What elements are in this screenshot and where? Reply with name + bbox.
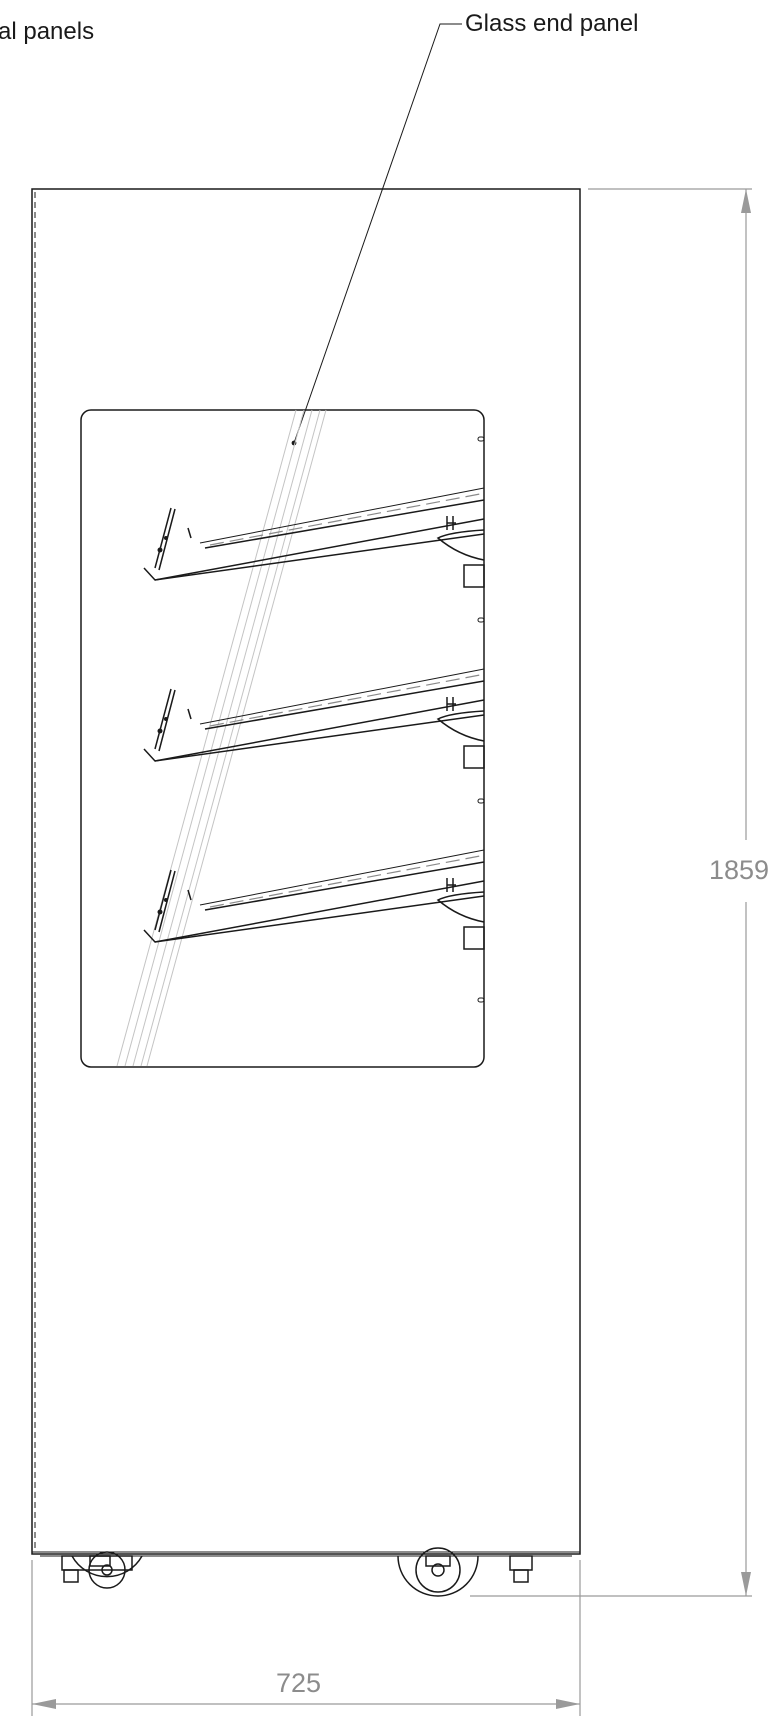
shelf-3: [143, 849, 485, 1003]
width-dimension: [31, 1560, 581, 1716]
shelf-2: [143, 668, 485, 804]
glass-hatch: [116, 409, 327, 1067]
cabinet-body: [31, 188, 581, 1557]
left-partial-label: al panels: [0, 18, 94, 45]
glass-window: [80, 409, 485, 1068]
height-dimension-label: 1859: [709, 855, 769, 885]
width-dimension-label: 725: [276, 1668, 321, 1698]
shelf-1: [143, 436, 485, 623]
glass-panel-leader: [291, 23, 462, 446]
height-dimension: [470, 188, 752, 1597]
caster-right: [397, 1547, 533, 1597]
caster-left: [61, 1551, 143, 1589]
glass-end-panel-label: Glass end panel: [465, 10, 638, 37]
